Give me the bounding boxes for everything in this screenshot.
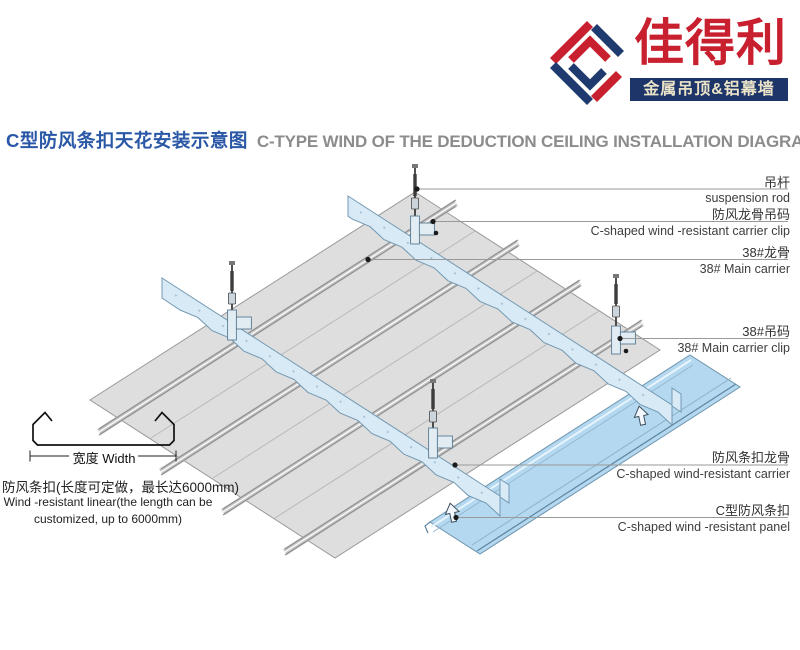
- suspension-rod: [428, 379, 453, 459]
- carrier-clip: [428, 427, 438, 459]
- page-title-en: C-TYPE WIND OF THE DEDUCTION CEILING INS…: [256, 132, 800, 151]
- annotation-main-carrier-cn: 38#龙骨: [742, 245, 790, 260]
- width-dimension-line: [29, 450, 177, 462]
- wind-resistant-carrier: [161, 277, 510, 518]
- up-arrow-icon: [633, 405, 650, 426]
- brand-logo-icon: [549, 20, 625, 106]
- profile-note-en-line1: Wind -resistant linear(the length can be: [3, 495, 213, 509]
- leader-dots: [365, 186, 629, 521]
- annotation-wind-carrier-cn: 防风条扣龙骨: [711, 450, 790, 465]
- wind-resistant-carriers: [161, 195, 682, 518]
- suspension-rod: [611, 274, 636, 355]
- profile-note-cn: 防风条扣(长度可定做，最长达6000mm): [2, 480, 240, 495]
- annotation-panel-cn: C型防风条扣: [715, 503, 790, 518]
- suspension-rods: [227, 164, 636, 459]
- brand-tagline: 金属吊顶&铝幕墙: [630, 78, 788, 101]
- page-title: C型防风条扣天花安装示意图 C-TYPE WIND OF THE DEDUCTIO…: [6, 127, 800, 153]
- brand-name: 佳得利: [634, 15, 787, 71]
- wind-resistant-carrier: [347, 195, 682, 427]
- annotation-main-carrier-clip-en: 38# Main carrier clip: [677, 341, 790, 355]
- width-dimension-label: 宽度 Width: [72, 451, 136, 466]
- annotation-suspension-rod-cn: 吊杆: [763, 175, 790, 190]
- annotation-suspension-rod-en: suspension rod: [705, 191, 790, 205]
- suspension-rod: [410, 164, 435, 245]
- suspension-rod: [227, 261, 252, 341]
- leader-lines: [368, 188, 788, 518]
- annotation-carrier-clip-en: C-shaped wind -resistant carrier clip: [590, 224, 790, 238]
- panel-profile-drawing: [29, 411, 177, 462]
- profile-note-en-line2: customized, up to 6000mm): [33, 512, 183, 526]
- annotation-carrier-clip-cn: 防风龙骨吊码: [711, 207, 790, 222]
- annotation-main-carrier-clip-cn: 38#吊码: [742, 324, 790, 339]
- carrier-clip: [227, 309, 237, 341]
- annotation-wind-carrier-en: C-shaped wind-resistant carrier: [616, 467, 790, 481]
- annotation-main-carrier-en: 38# Main carrier: [699, 262, 790, 276]
- carrier-clip: [410, 215, 420, 245]
- page-title-cn: C型防风条扣天花安装示意图: [6, 130, 248, 151]
- annotation-panel-en: C-shaped wind -resistant panel: [617, 520, 790, 534]
